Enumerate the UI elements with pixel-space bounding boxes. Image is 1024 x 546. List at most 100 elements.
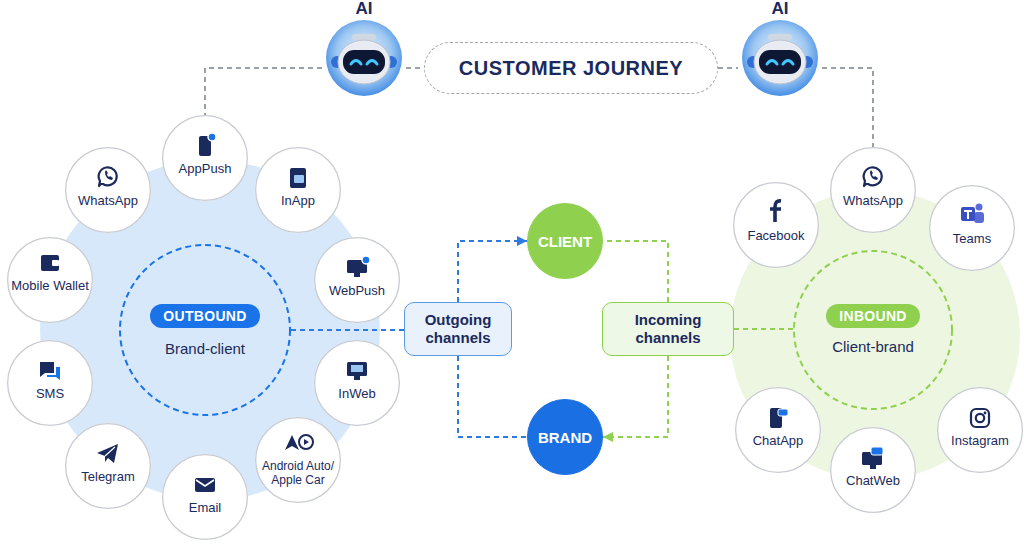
node-label: WebPush bbox=[318, 284, 396, 298]
robot-illustration bbox=[352, 34, 376, 40]
telegram-icon bbox=[97, 444, 118, 463]
circle-outline bbox=[938, 388, 1023, 473]
circle-outline bbox=[120, 245, 290, 415]
node-label: Telegram bbox=[69, 470, 147, 484]
inweb-icon bbox=[351, 365, 363, 372]
robot-illustration bbox=[768, 34, 792, 40]
circle-outline bbox=[794, 251, 952, 409]
circle-outline bbox=[315, 238, 400, 323]
robot-illustration bbox=[338, 40, 390, 84]
circle-outline bbox=[314, 340, 400, 426]
webpush-icon bbox=[347, 256, 370, 277]
robot-illustration bbox=[754, 40, 806, 84]
channel-circle: AppPush bbox=[162, 115, 248, 201]
node-label: Android Auto/ Apple Car bbox=[259, 459, 337, 487]
apppush-icon bbox=[199, 133, 216, 156]
robot-illustration bbox=[783, 61, 793, 65]
circle-outline bbox=[937, 387, 1023, 473]
instagram-icon bbox=[984, 412, 987, 415]
channel-circle: WhatsApp bbox=[65, 147, 151, 233]
node-label: OUTBOUND bbox=[163, 308, 246, 324]
channel-circle: InApp bbox=[255, 147, 341, 233]
robot-illustration bbox=[367, 61, 377, 65]
satellite-fills bbox=[65, 423, 151, 509]
circle-outline bbox=[66, 148, 151, 233]
channel-circle: ChatWeb bbox=[830, 427, 916, 513]
chatapp-icon bbox=[770, 408, 788, 428]
whatsapp-icon bbox=[105, 170, 113, 180]
wallet-icon bbox=[52, 260, 59, 266]
channel-circle: Android Auto/ Apple Car bbox=[255, 417, 341, 503]
robot-illustration bbox=[767, 61, 777, 65]
webpush-icon bbox=[362, 256, 370, 264]
outgoing-box: Outgoing channels bbox=[404, 302, 512, 356]
sms-icon bbox=[40, 362, 54, 377]
satellite-fills bbox=[733, 182, 819, 268]
apppush-icon bbox=[208, 133, 216, 141]
circle-outline bbox=[734, 183, 819, 268]
node-label: Instagram bbox=[941, 434, 1019, 448]
client-circle: CLIENT bbox=[527, 203, 603, 279]
satellite-fills bbox=[7, 115, 1023, 540]
webpush-icon bbox=[354, 273, 360, 277]
node-label: ChatWeb bbox=[834, 474, 912, 488]
satellite-fills bbox=[7, 237, 93, 323]
circle-outline bbox=[256, 148, 341, 233]
satellite-fills bbox=[65, 147, 151, 233]
inweb-icon bbox=[347, 362, 367, 380]
circle-outline bbox=[528, 204, 603, 279]
circle-outline bbox=[163, 455, 248, 540]
circle-outline bbox=[65, 423, 151, 509]
node-label: Client-brand bbox=[832, 338, 914, 356]
node-label: InApp bbox=[259, 194, 337, 208]
node-label: Incoming channels bbox=[613, 311, 723, 347]
sms-icon bbox=[40, 362, 60, 380]
email-icon bbox=[196, 480, 214, 486]
channel-circle: SMS bbox=[7, 340, 93, 426]
telegram-icon bbox=[97, 444, 118, 463]
inweb-icon bbox=[354, 376, 360, 380]
node-label: Outgoing channels bbox=[415, 311, 501, 347]
node-label: AI bbox=[772, 0, 789, 18]
circle-outline bbox=[8, 341, 93, 426]
circle-outline bbox=[7, 340, 93, 426]
instagram-icon bbox=[976, 414, 984, 422]
dashed-connector bbox=[458, 356, 527, 437]
robot-illustration bbox=[326, 20, 402, 96]
circle-outline bbox=[119, 244, 291, 416]
node-label: InWeb bbox=[318, 387, 396, 401]
instagram-icon bbox=[971, 409, 989, 427]
outbound-pill: OUTBOUND bbox=[150, 304, 260, 328]
circle-outline bbox=[315, 341, 400, 426]
wallet-icon bbox=[41, 255, 59, 271]
node-label: Teams bbox=[933, 232, 1011, 246]
car-icon bbox=[285, 435, 299, 450]
teams-icon bbox=[964, 211, 972, 219]
robot-illustration bbox=[742, 20, 818, 96]
satellite-fills bbox=[735, 387, 821, 473]
instagram-icon bbox=[971, 409, 989, 427]
node-label: Facebook bbox=[737, 229, 815, 243]
inbound-pill: INBOUND bbox=[826, 304, 920, 328]
satellite-fills bbox=[937, 387, 1023, 473]
dashed-connector bbox=[718, 67, 738, 69]
circle-outline bbox=[66, 424, 151, 509]
node-label: Mobile Wallet bbox=[11, 279, 89, 293]
whatsapp-icon bbox=[864, 167, 882, 186]
circle-outline bbox=[735, 387, 821, 473]
inbound-circle: Client-brand INBOUND bbox=[793, 250, 953, 410]
circle-outline bbox=[163, 116, 248, 201]
circle-outline bbox=[528, 400, 603, 475]
outbound-circle: Brand-clientOUTBOUND bbox=[119, 244, 291, 416]
node-label: CLIENT bbox=[538, 233, 592, 250]
circle-outline bbox=[256, 418, 341, 503]
email-icon bbox=[195, 478, 215, 492]
ai-robot: AI bbox=[738, 0, 822, 100]
channel-circle: Instagram bbox=[937, 387, 1023, 473]
node-label: INBOUND bbox=[839, 308, 906, 324]
whatsapp-icon bbox=[864, 167, 882, 186]
chatapp-icon bbox=[778, 409, 788, 416]
car-icon bbox=[285, 435, 313, 450]
